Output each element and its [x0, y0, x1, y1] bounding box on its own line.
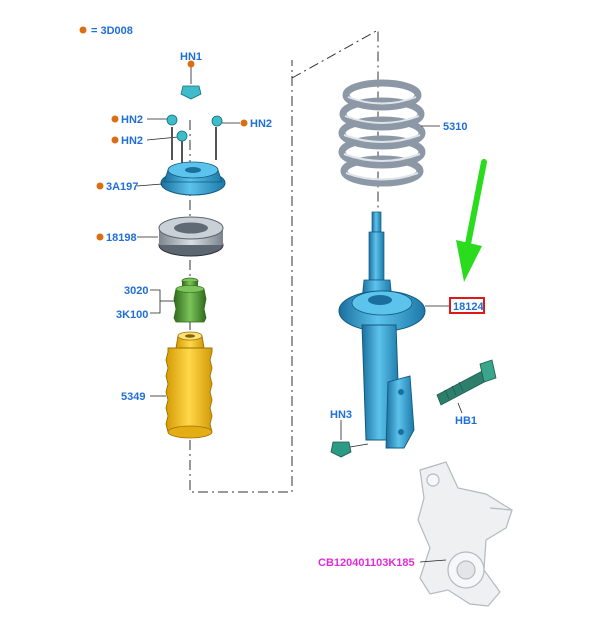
strut-18124: 18124: [338, 211, 485, 449]
link-cb120401103k185[interactable]: CB120401103K185: [318, 557, 415, 569]
label-hn2-right[interactable]: HN2: [250, 118, 272, 130]
green-arrow-icon: [456, 159, 487, 282]
legend-text: = 3D008: [91, 25, 133, 37]
bearing-18198: 18198: [96, 216, 224, 257]
hn2-marker-icon: [111, 136, 119, 144]
hn2-nuts: HN2 HN2 HN2: [111, 114, 272, 147]
label-hn1[interactable]: HN1: [180, 51, 202, 63]
label-hb1[interactable]: HB1: [455, 415, 477, 427]
label-3a197[interactable]: 3A197: [106, 181, 138, 193]
bump-stop-3020: 3020 3K100: [116, 277, 207, 323]
hn1-marker-icon: [187, 60, 195, 68]
mount-marker-icon: [96, 182, 104, 190]
strut-highlight-box: [449, 297, 485, 314]
bolt-hb1: HB1: [436, 359, 497, 427]
legend-dot-icon: [79, 26, 87, 34]
legend: = 3D008: [79, 25, 133, 37]
label-5310[interactable]: 5310: [443, 121, 467, 133]
label-18198[interactable]: 18198: [106, 232, 137, 244]
hn1-nut: HN1: [180, 51, 202, 100]
label-18124[interactable]: 18124: [453, 301, 484, 313]
dust-boot-5349: 5349: [121, 331, 213, 439]
label-5349[interactable]: 5349: [121, 391, 145, 403]
nut-hn3: HN3: [330, 409, 369, 458]
upper-mount-3a197: 3A197: [96, 127, 226, 196]
knuckle-link-group: CB120401103K185: [318, 557, 447, 569]
label-hn3[interactable]: HN3: [330, 409, 352, 421]
steering-knuckle: [417, 461, 513, 607]
label-hn2-left-top[interactable]: HN2: [121, 114, 143, 126]
label-hn2-left-bottom[interactable]: HN2: [121, 135, 143, 147]
hn2-marker-icon: [111, 115, 119, 123]
coil-spring-5310: [338, 79, 426, 187]
coil-spring-highlights: [343, 96, 421, 181]
bearing-marker-icon: [96, 233, 104, 241]
spring-label-group: 5310: [421, 121, 467, 133]
label-3020[interactable]: 3020: [124, 285, 148, 297]
hn2-marker-icon: [240, 119, 248, 127]
label-3k100[interactable]: 3K100: [116, 309, 148, 321]
